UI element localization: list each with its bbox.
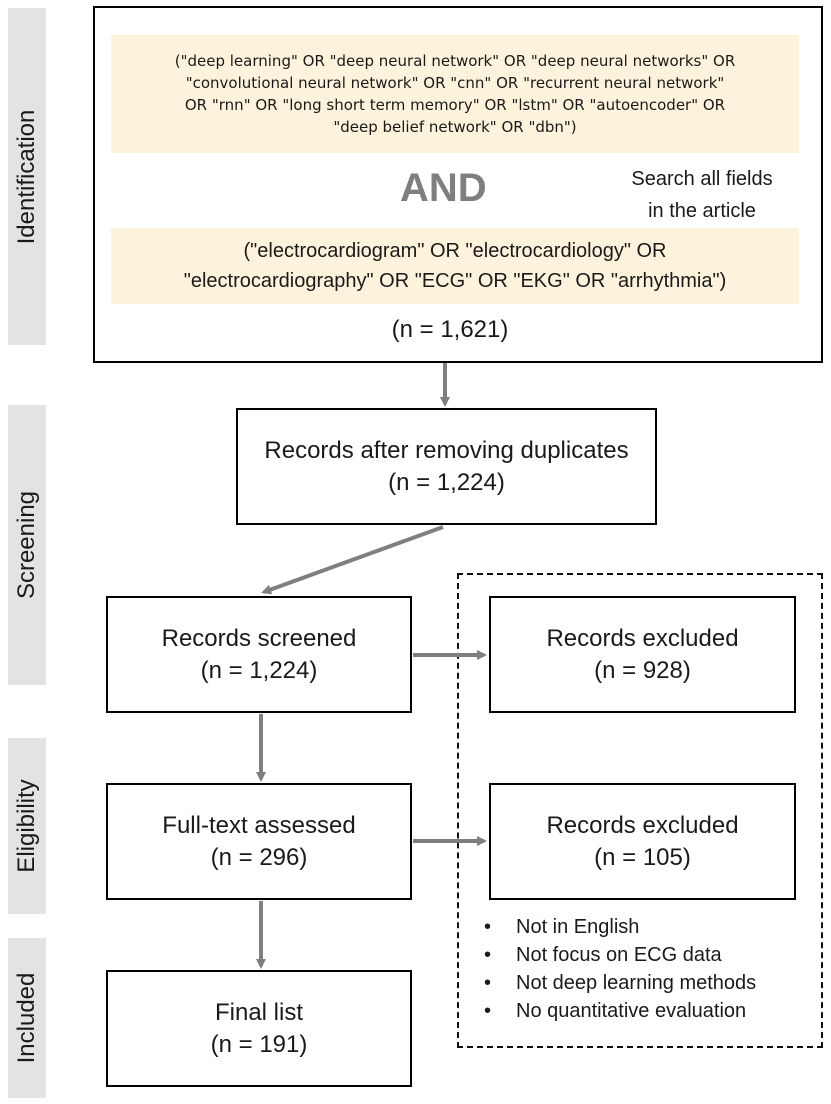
query-deep-learning: ("deep learning" OR "deep neural network… — [111, 35, 799, 153]
box-title: Records excluded — [546, 811, 739, 839]
list-item: Not in English — [484, 913, 756, 941]
exclusion-group — [457, 573, 823, 1048]
query-ecg: ("electrocardiogram" OR "electrocardiolo… — [111, 228, 799, 304]
final-box: Final list (n = 191) — [106, 970, 412, 1087]
box-count: (n = 105) — [594, 843, 691, 871]
query-line: OR "rnn" OR "long short term memory" OR … — [184, 96, 726, 114]
box-title: Records screened — [161, 624, 357, 652]
note-line: Search all fields — [631, 168, 773, 190]
screened-box: Records screened (n = 1,224) — [106, 596, 412, 713]
box-title: Records excluded — [546, 624, 739, 652]
fulltext-box: Full-text assessed (n = 296) — [106, 783, 412, 900]
box-count: (n = 296) — [210, 843, 308, 871]
box-count: (n = 1,224) — [200, 656, 318, 684]
dedup-box: Records after removing duplicates (n = 1… — [236, 408, 657, 525]
stage-identification: Identification — [8, 8, 46, 345]
arrow-dedup-to-screened — [261, 525, 444, 595]
stage-screening: Screening — [8, 405, 46, 685]
query-line: "deep belief network" OR "dbn") — [333, 118, 577, 136]
box-count: (n = 191) — [210, 1030, 308, 1058]
query-line: ("deep learning" OR "deep neural network… — [174, 52, 736, 70]
list-item: Not focus on ECG data — [484, 941, 756, 969]
query-line: "convolutional neural network" OR "cnn" … — [185, 74, 725, 92]
query-line: "electrocardiography" OR "ECG" OR "EKG" … — [183, 270, 727, 292]
list-item: Not deep learning methods — [484, 969, 756, 997]
box-title: Final list — [214, 998, 304, 1026]
box-count: (n = 928) — [594, 656, 691, 684]
stage-included: Included — [8, 938, 46, 1098]
list-item: No quantitative evaluation — [484, 997, 756, 1025]
excluded-screen-box: Records excluded (n = 928) — [489, 596, 796, 713]
note-line: in the article — [648, 200, 756, 222]
identification-count: (n = 1,621) — [391, 316, 509, 343]
and-operator: AND — [400, 166, 487, 210]
exclusion-reasons-list: Not in English Not focus on ECG data Not… — [484, 913, 756, 1025]
box-title: Full-text assessed — [162, 811, 356, 839]
excluded-full-box: Records excluded (n = 105) — [489, 783, 796, 900]
box-title: Records after removing duplicates — [264, 436, 629, 464]
stage-eligibility: Eligibility — [8, 738, 46, 914]
box-count: (n = 1,224) — [388, 468, 505, 496]
search-scope-note: Search all fields in the article — [612, 163, 792, 227]
query-line: ("electrocardiogram" OR "electrocardiolo… — [243, 240, 667, 262]
